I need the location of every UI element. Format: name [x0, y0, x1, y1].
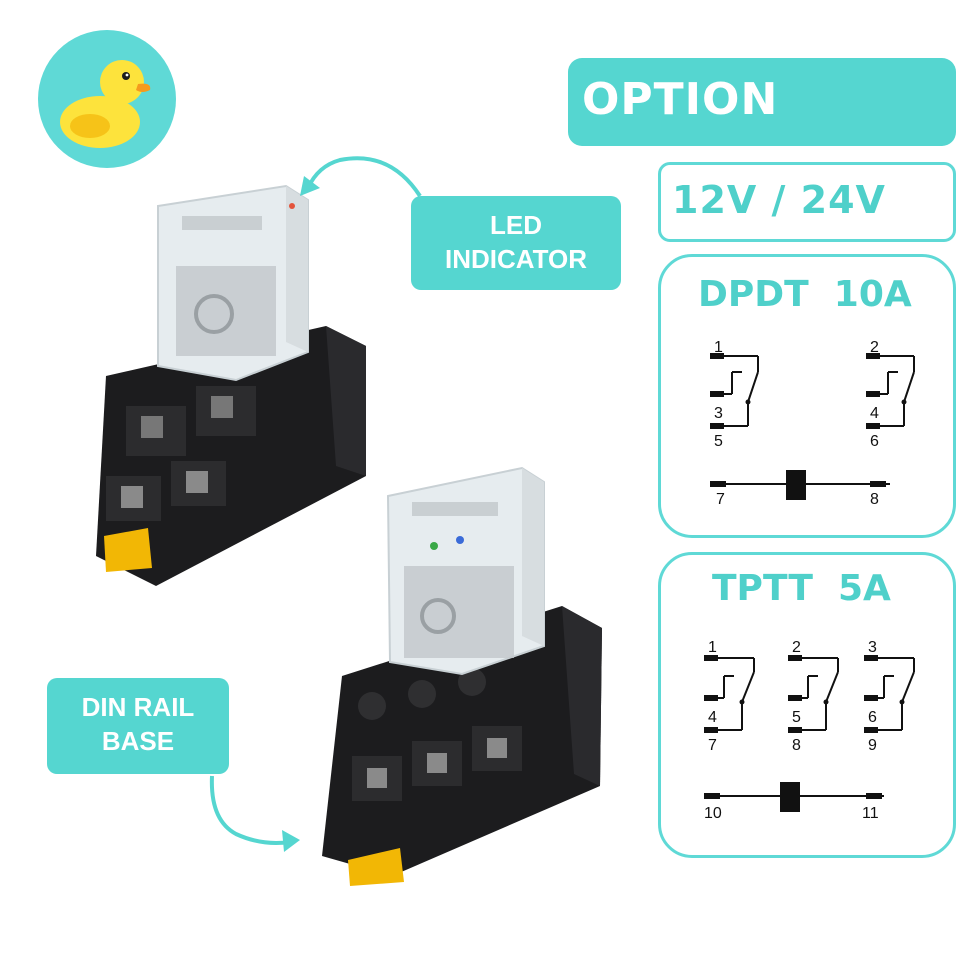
duck-logo-icon: [60, 60, 151, 148]
tptt-wiring-diagram: 1 2 3 4 5 6 7 8 9 10 11: [704, 639, 915, 822]
tptt-pin-7: 7: [708, 737, 717, 754]
relay-image-bottom: [322, 466, 602, 886]
din-callout-line1: DIN RAIL: [81, 692, 195, 722]
led-indicator-callout: LED INDICATOR: [411, 196, 621, 290]
led-callout-line2: INDICATOR: [444, 244, 588, 274]
dpdt-panel: [658, 254, 956, 538]
dpdt-pin-2: 2: [870, 339, 879, 356]
dpdt-pin-5: 5: [714, 433, 723, 450]
relay-image-top: [96, 184, 366, 586]
dpdt-pin-6: 6: [870, 433, 879, 450]
tptt-pin-8: 8: [792, 737, 801, 754]
tptt-pin-2: 2: [792, 639, 801, 656]
dpdt-pin-8: 8: [870, 491, 879, 508]
tptt-pin-6: 6: [868, 709, 877, 726]
tptt-pin-1: 1: [708, 639, 717, 656]
dpdt-pin-4: 4: [870, 405, 879, 422]
dpdt-pin-3: 3: [714, 405, 723, 422]
tptt-pin-3: 3: [868, 639, 877, 656]
dpdt-title: DPDT 10A: [698, 274, 912, 315]
tptt-pin-9: 9: [868, 737, 877, 754]
din-rail-callout: DIN RAIL BASE: [47, 678, 229, 774]
dpdt-pin-7: 7: [716, 491, 725, 508]
dpdt-wiring-diagram: 1 2 3 4 5 6 7 8: [710, 339, 915, 508]
voltage-label: 12V / 24V: [672, 178, 886, 222]
tptt-panel: [658, 552, 956, 858]
brand-logo: [38, 30, 176, 168]
voltage-option: [658, 162, 956, 242]
tptt-pin-5: 5: [792, 709, 801, 726]
tptt-title: TPTT 5A: [712, 568, 891, 609]
tptt-pin-4: 4: [708, 709, 717, 726]
din-callout-line2: BASE: [101, 726, 175, 756]
led-callout-line1: LED: [490, 210, 542, 240]
dpdt-pin-1: 1: [714, 339, 723, 356]
option-title: OPTION: [582, 74, 779, 125]
option-header: [568, 58, 956, 146]
tptt-pin-11: 11: [862, 805, 879, 822]
tptt-pin-10: 10: [704, 805, 722, 822]
